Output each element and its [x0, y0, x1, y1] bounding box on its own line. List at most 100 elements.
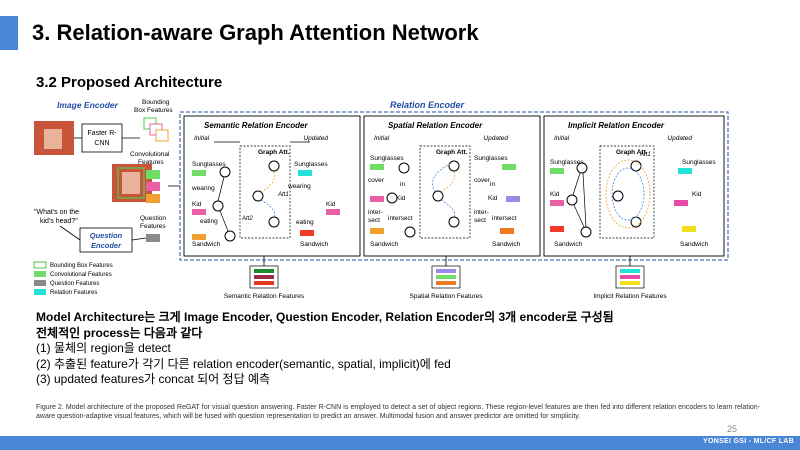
implicit-output-stripe-1	[620, 269, 640, 273]
spatial-right-bar-1	[502, 164, 516, 170]
spatial-left-bar-3	[370, 228, 384, 234]
detected-box-outline	[117, 167, 145, 199]
spatial-left-circle-1	[386, 192, 398, 204]
semantic-left-node-4: eating	[200, 218, 218, 225]
semantic-right-node-4: eating	[296, 219, 314, 226]
semantic-right-node-2: wearing	[287, 183, 311, 190]
semantic-graph-att-label: Graph Att.	[258, 149, 290, 156]
semantic-panel-title: Semantic Relation Encoder	[204, 121, 308, 130]
legend-conv-label: Convolutional Features	[50, 272, 112, 278]
spatial-left-node-5: inter-	[368, 209, 383, 216]
semantic-att-circle-1	[252, 190, 264, 202]
implicit-att-ring	[605, 159, 651, 229]
faster-rcnn-label-2: CNN	[94, 140, 109, 147]
spatial-output-label: Spatial Relation Features	[410, 293, 484, 300]
implicit-left-node-3: Sandwich	[554, 241, 583, 248]
implicit-output-stripe-3	[620, 281, 640, 285]
semantic-att1-label: Att1	[277, 192, 289, 198]
spatial-right-node-8: Sandwich	[492, 241, 521, 248]
question-encoder-label-2: Encoder	[91, 241, 122, 250]
legend-question-label: Question Features	[50, 281, 99, 287]
semantic-left-circle-3	[219, 166, 231, 178]
spatial-left-node-7: intersect	[388, 215, 413, 222]
footer-bar: YONSEI GSI - ML/CF LAB	[0, 436, 800, 450]
spatial-right-bar-2	[506, 196, 520, 202]
question-encoder-label-1: Question	[90, 231, 123, 240]
arrow-question-to-encoder	[59, 225, 81, 241]
spatial-right-node-2: cover	[474, 177, 491, 184]
question-features-label-2: Features	[140, 223, 166, 230]
detected-image-face	[122, 172, 140, 194]
body-line-2: 전체적인 process는 다음과 같다	[36, 325, 203, 340]
semantic-right-node-3: Kid	[326, 201, 336, 208]
semantic-panel-frame	[183, 115, 361, 257]
semantic-left-circle-2	[224, 230, 236, 242]
semantic-att2-label: Att2	[241, 216, 253, 222]
spatial-right-node-7: intersect	[492, 215, 517, 222]
semantic-right-node-1: Sunglasses	[294, 161, 328, 168]
implicit-right-bar-3	[682, 226, 696, 232]
spatial-right-node-6: sect	[474, 217, 486, 224]
semantic-left-node-1: Sunglasses	[192, 161, 226, 168]
semantic-right-node-5: Sandwich	[300, 241, 329, 248]
implicit-left-edge-3	[582, 172, 587, 228]
semantic-right-bar-3	[300, 230, 314, 236]
implicit-left-bar-2	[550, 200, 564, 206]
body-line-5: (3) updated features가 concat 되어 정답 예측	[36, 372, 271, 386]
faster-rcnn-box	[81, 123, 123, 153]
footer-label: YONSEI GSI - ML/CF LAB	[703, 438, 794, 445]
implicit-left-circle-3	[576, 162, 588, 174]
spatial-att-arc-2	[440, 199, 456, 218]
implicit-left-circle-2	[580, 226, 592, 238]
implicit-att-circle-1	[612, 190, 624, 202]
question-text-1: "What's on the	[34, 209, 79, 216]
spatial-left-node-2: cover	[368, 177, 385, 184]
title-accent-bar	[0, 16, 18, 50]
implicit-right-bar-1	[678, 168, 692, 174]
semantic-graph-att-box	[239, 145, 291, 239]
implicit-encoder-panel: Implicit Relation Encoder Initial Update…	[543, 115, 725, 257]
spatial-left-bar-2	[370, 196, 384, 202]
spatial-right-bar-3	[500, 228, 514, 234]
semantic-att-circle-2	[268, 216, 280, 228]
semantic-right-bar-2	[326, 209, 340, 215]
bbox-feature-3	[155, 129, 169, 142]
spatial-encoder-panel: Spatial Relation Encoder Initial Updated…	[363, 115, 541, 257]
implicit-graph-att-label: Graph Att.	[616, 149, 648, 156]
body-line-1: Model Architecture는 크게 Image Encoder, Qu…	[36, 310, 614, 324]
spatial-att-circle-3	[448, 160, 460, 172]
semantic-encoder-panel: Semantic Relation Encoder Initial Update…	[183, 115, 361, 257]
legend-question-swatch	[34, 280, 46, 286]
implicit-right-node-1: Sunglasses	[682, 159, 716, 166]
semantic-left-node-2: wearing	[191, 185, 215, 192]
implicit-initial-label: Initial	[554, 135, 570, 142]
semantic-right-bar-1	[298, 170, 312, 176]
architecture-diagram: Image Encoder Faster R- CNN Bounding Box…	[33, 99, 729, 300]
input-image-face	[44, 129, 62, 149]
body-text: Model Architecture는 크게 Image Encoder, Qu…	[36, 310, 614, 388]
spatial-left-node-4: Kid	[396, 195, 406, 202]
body-line-3: (1) 물체의 region을 detect	[36, 341, 171, 355]
implicit-graph-att-box	[599, 145, 655, 239]
implicit-right-bar-2	[674, 200, 688, 206]
spatial-graph-att-label: Graph Att.	[436, 149, 468, 156]
legend-relation-swatch	[34, 289, 46, 295]
spatial-left-node-3: in	[400, 181, 405, 188]
semantic-att-arc-1	[260, 170, 276, 193]
spatial-right-node-3: in	[490, 181, 495, 188]
implicit-left-node-1: Sunglasses	[550, 159, 584, 166]
implicit-right-node-3: Sandwich	[680, 241, 709, 248]
spatial-output-stripe-1	[436, 269, 456, 273]
conv-feature-2	[146, 182, 160, 191]
spatial-att-arc-3	[432, 163, 451, 193]
semantic-left-edge-1	[217, 176, 225, 202]
semantic-left-edge-2	[219, 210, 229, 232]
implicit-att1-label: Att1	[639, 152, 651, 158]
implicit-left-edge-2	[573, 204, 585, 228]
semantic-output-stripe-1	[254, 269, 274, 273]
semantic-left-bar-1	[192, 170, 206, 176]
spatial-left-node-8: Sandwich	[370, 241, 399, 248]
spatial-left-node-1: Sunglasses	[370, 155, 404, 162]
legend-bbox-label: Bounding Box Features	[50, 263, 113, 269]
spatial-panel-frame	[363, 115, 541, 257]
